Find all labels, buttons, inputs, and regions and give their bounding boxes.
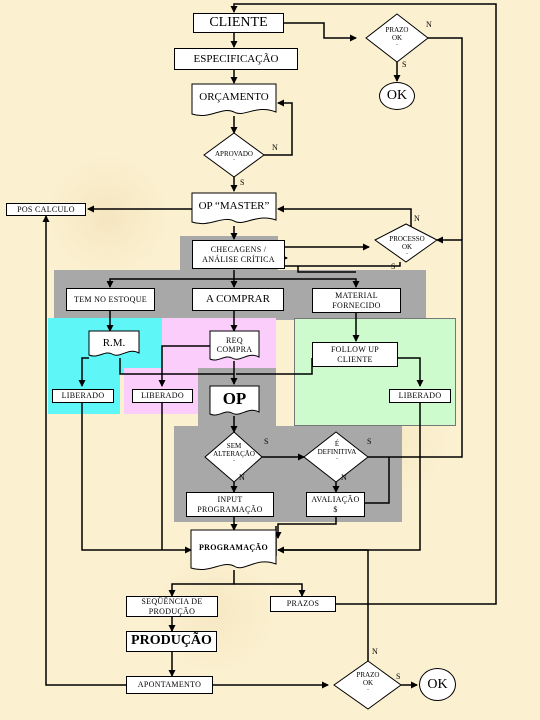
diamond-aprovado bbox=[203, 132, 265, 178]
node-checagens: CHECAGENS / ANÁLISE CRÍTICA bbox=[192, 240, 285, 269]
node-op: OP bbox=[222, 389, 247, 409]
line-edef-avaliacao bbox=[365, 457, 390, 504]
line-prazo-n bbox=[428, 37, 463, 240]
node-a-comprar: A COMPRAR bbox=[192, 288, 284, 311]
doc-programacao-shape bbox=[190, 529, 277, 570]
arrow-processo-n bbox=[277, 205, 412, 229]
arrow-programacao-prazos bbox=[234, 583, 306, 597]
arrow-prazos-cliente bbox=[230, 3, 497, 605]
aprovado-label: APROVADO ` bbox=[215, 150, 253, 167]
node-liberado-3: LIBERADO bbox=[389, 389, 451, 403]
node-liberado-1: LIBERADO bbox=[52, 389, 114, 403]
diamond-processo-ok bbox=[374, 223, 438, 263]
label-processo-s: S bbox=[391, 262, 396, 271]
node-apontamento: APONTAMENTO bbox=[126, 676, 213, 694]
node-material-fornecido: MATERIAL FORNECIDO bbox=[312, 288, 401, 313]
e-definitiva-label: É DEFINITIVA ` bbox=[317, 440, 357, 465]
arrow-rm-liberado bbox=[78, 357, 89, 387]
ok-circle-top: OK bbox=[379, 82, 415, 110]
node-orcamento: ORÇAMENTO bbox=[199, 90, 269, 103]
doc-op-master-shape bbox=[191, 192, 277, 225]
label-prazo-bottom-n: N bbox=[372, 647, 378, 656]
arrow-follow-liberado bbox=[398, 357, 424, 387]
node-producao: PRODUÇÃO bbox=[126, 631, 217, 652]
line-rm-op bbox=[119, 358, 234, 375]
node-rm: R.M. bbox=[102, 336, 126, 349]
line-prazo-n-programacao bbox=[278, 549, 369, 661]
prazo-ok-top-label: PRAZO OK ` bbox=[385, 26, 409, 51]
node-prazos: PRAZOS bbox=[270, 596, 336, 612]
node-programacao: PROGRAMAÇÃO bbox=[198, 543, 269, 553]
node-req-compra: REQ COMPRA bbox=[216, 335, 253, 354]
line-follow-op bbox=[236, 358, 313, 375]
arrow-liberado1-programacao bbox=[81, 403, 192, 554]
label-prazo-top-s: S bbox=[402, 60, 407, 69]
node-avaliacao: AVALIAÇÃO $ bbox=[306, 492, 365, 517]
node-op-master: OP “MASTER” bbox=[198, 199, 270, 212]
arrow-edef-s bbox=[368, 236, 463, 458]
region-green bbox=[294, 318, 456, 426]
line-checagens-material bbox=[297, 266, 356, 273]
node-follow-up: FOLLOW UP CLIENTE bbox=[312, 342, 398, 367]
label-aprovado-s: S bbox=[240, 178, 245, 187]
ok-circle-bottom: OK bbox=[419, 668, 456, 701]
node-sequencia: SEQÜÊNCIA DE PRODUÇÃO bbox=[126, 596, 218, 617]
diamond-prazo-ok-bottom bbox=[333, 660, 402, 710]
label-sem-alt-n: N bbox=[239, 473, 245, 482]
node-input-programacao: INPUT PROGRAMAÇÃO bbox=[186, 492, 274, 517]
label-prazo-top-n: N bbox=[426, 20, 432, 29]
node-cliente: CLIENTE bbox=[193, 13, 284, 33]
node-tem-no-estoque: TEM NO ESTOQUE bbox=[66, 288, 155, 311]
label-prazo-bottom-s: S bbox=[396, 672, 401, 681]
diamond-sem-alteracao bbox=[204, 431, 263, 483]
node-liberado-2: LIBERADO bbox=[132, 389, 193, 403]
processo-ok-label: PROCESSO OK ` bbox=[389, 235, 425, 260]
diamond-prazo-ok-top bbox=[365, 13, 429, 63]
doc-rm-shape bbox=[88, 330, 140, 357]
node-especificacao: ESPECIFICAÇÃO bbox=[174, 48, 298, 70]
node-poscalculo: POS CALCULO bbox=[6, 203, 86, 216]
label-e-def-n: N bbox=[341, 473, 347, 482]
arrow-avaliacao-programacao bbox=[274, 517, 337, 539]
diamond-e-definitiva bbox=[303, 431, 369, 483]
arrow-programacao-sequencia bbox=[168, 570, 235, 597]
prazo-ok-bottom-label: PRAZO OK ` bbox=[356, 671, 380, 696]
doc-req-shape bbox=[209, 330, 260, 361]
arrow-liberado3-programacao bbox=[277, 403, 421, 554]
arrow-cliente-prazo bbox=[284, 22, 357, 42]
arrow-req-liberado bbox=[158, 345, 210, 387]
arrow-aprovado-n bbox=[264, 99, 293, 156]
label-processo-n: N bbox=[414, 214, 420, 223]
label-aprovado-n: N bbox=[272, 143, 278, 152]
arrow-checagens-material bbox=[234, 278, 360, 288]
label-e-def-s: S bbox=[367, 437, 372, 446]
arrow-apontamento-poscalculo bbox=[42, 215, 132, 686]
sem-alteracao-label: SEM ALTERAÇÃO ` bbox=[213, 442, 255, 467]
doc-orcamento-shape bbox=[191, 83, 277, 116]
arrow-checagens-estoque bbox=[106, 278, 234, 288]
label-sem-alt-s: S bbox=[264, 437, 269, 446]
doc-op-shape bbox=[209, 385, 260, 416]
